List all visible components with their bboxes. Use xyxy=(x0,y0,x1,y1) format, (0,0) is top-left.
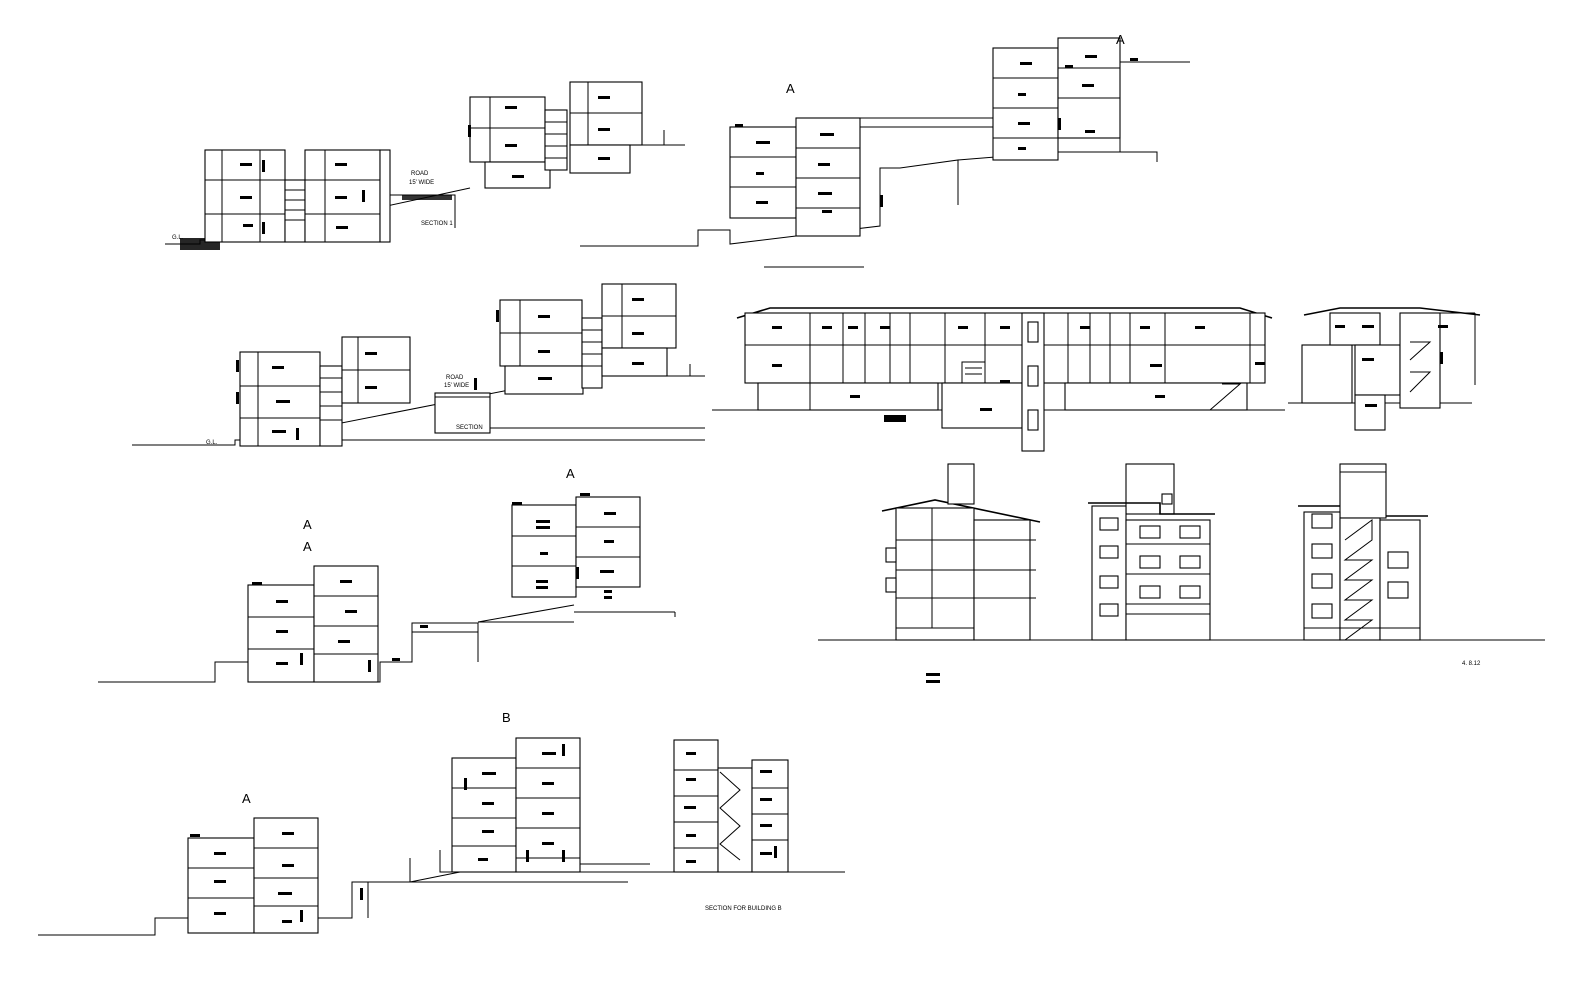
section-label-2: SECTION xyxy=(456,425,483,431)
section-drawing-small-right xyxy=(1288,307,1481,431)
sheet-number: 4. 8.12 xyxy=(1462,661,1481,667)
elevation-drawings-right: 4. 8.12 xyxy=(818,463,1545,683)
gl-label-2: G.L. xyxy=(206,440,218,446)
marker-a-2: A xyxy=(1116,32,1125,47)
section-drawing-2: A A xyxy=(580,32,1190,268)
marker-a-4: A xyxy=(303,539,312,554)
marker-b: B xyxy=(502,710,511,725)
section-building-b-label: SECTION FOR BUILDING B xyxy=(705,906,782,912)
section-drawing-middle: A A A xyxy=(98,466,676,683)
gl-label-1: G.L. xyxy=(172,235,184,241)
section-drawing-3: ROAD 15' WIDE SECTION G.L. xyxy=(132,283,705,447)
road-label-2-line1: ROAD xyxy=(446,375,464,381)
marker-a-3: A xyxy=(303,517,312,532)
section-drawing-building-b: B SECTION FOR BUILDING B xyxy=(409,710,845,912)
section-1-label: SECTION 1 xyxy=(421,221,453,227)
marker-a-6: A xyxy=(242,791,251,806)
section-drawing-long-building xyxy=(712,307,1285,452)
road-label-2-line2: 15' WIDE xyxy=(444,383,469,389)
road-label-1-line2: 15' WIDE xyxy=(409,180,434,186)
marker-a-5: A xyxy=(566,466,575,481)
marker-a-1: A xyxy=(786,81,795,96)
section-drawing-1: ROAD 15' WIDE SECTION 1 G.L. xyxy=(165,81,685,250)
road-label-1-line1: ROAD xyxy=(411,171,429,177)
